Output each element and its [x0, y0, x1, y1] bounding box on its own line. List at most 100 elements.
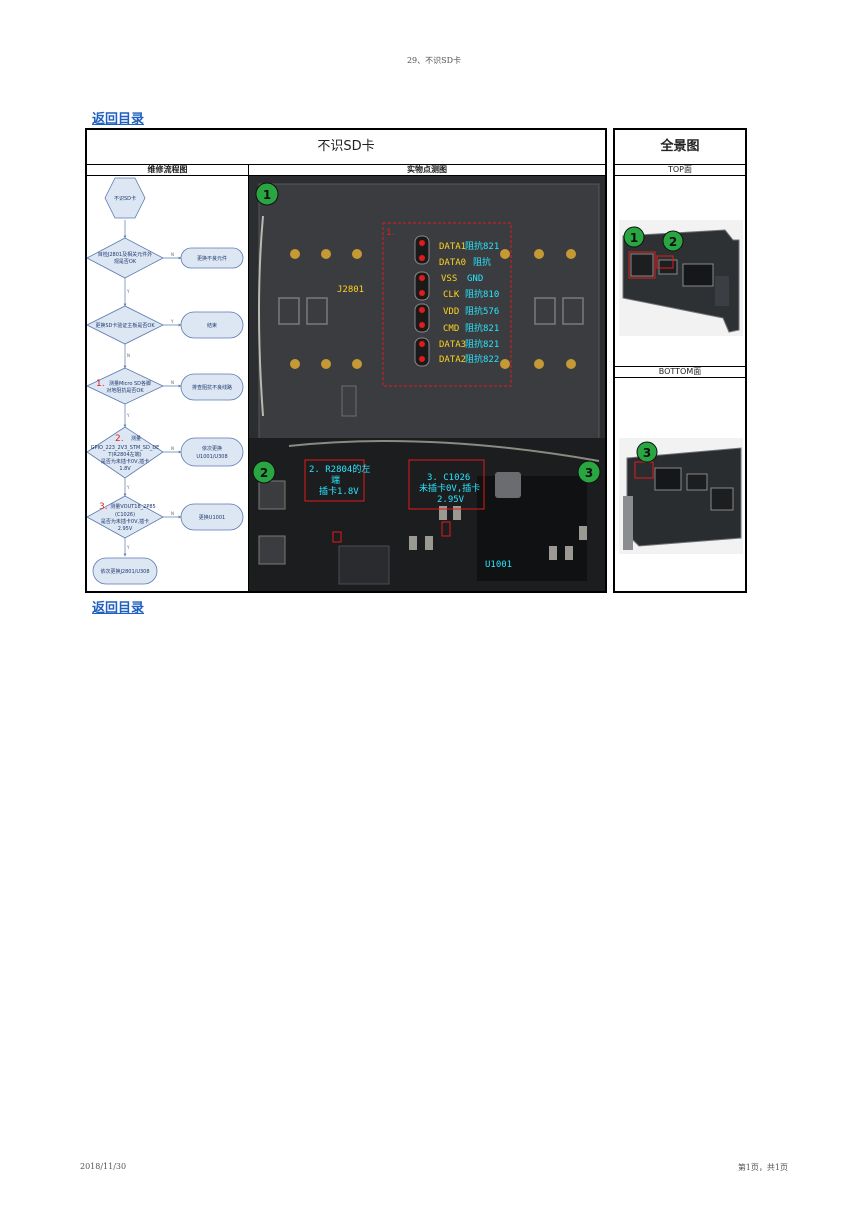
pin-markers — [414, 235, 430, 367]
r2804-marker — [332, 531, 342, 543]
pin-desc-1: 阻抗821 — [465, 240, 499, 252]
top-board-svg: 1 2 — [619, 220, 743, 336]
overview-title: 全景图 — [615, 130, 745, 165]
flow-label-n3: N — [171, 380, 174, 385]
badge-2 — [252, 460, 276, 484]
flow-decision-3-number: 1. — [96, 379, 105, 389]
pin-desc-4: 阻抗810 — [465, 288, 499, 300]
measurement-box-2-line-3: 插卡1.8V — [319, 485, 359, 497]
measurement-box-3-line-2: 未插卡0V,插卡 — [419, 482, 480, 494]
pin-name-4: CLK — [443, 290, 460, 300]
flow-end-text: 依次更换J2801/U308 — [100, 568, 149, 575]
flow-action-5 — [180, 503, 244, 531]
flow-decision-4-line-4: 是否为未插卡0V,插卡 — [101, 458, 149, 465]
flow-action-2 — [180, 311, 244, 339]
pin-desc-6: 阻抗821 — [465, 322, 499, 334]
flow-label-n1: N — [171, 252, 174, 257]
pcb-measurement-photo: J2801 U1001 1. DATA1 阻抗821 — [249, 176, 605, 591]
flow-label-y3: Y — [126, 413, 130, 418]
pin-name-3: VSS — [441, 274, 457, 284]
repair-flowchart: 不识SD卡 目检J2801及相关元件外 观是否OK 更换不良元件 N Y 更换S… — [86, 176, 249, 591]
measurement-box-2-line-1: 2. R2804的左 — [309, 463, 370, 475]
bottom-badge-3 — [636, 441, 658, 463]
measurement-box-3-line-3: 2.95V — [437, 495, 465, 505]
measurement-box-2-line-2: 端 — [331, 474, 340, 486]
badge-3 — [577, 460, 601, 484]
badge-3-text: 3 — [585, 466, 593, 480]
flow-action-4-line-1: 依次更换 — [202, 445, 222, 452]
main-table-subheader: 维修流程图 实物点测图 — [87, 165, 605, 176]
flow-decision-3-line-1: 测量Micro SD各脚 — [109, 380, 151, 387]
footer-date: 2018/11/30 — [80, 1162, 127, 1171]
flow-action-2-text: 结束 — [207, 322, 217, 329]
top-badge-1 — [623, 226, 645, 248]
top-marker-1 — [628, 251, 656, 279]
flow-label-y5: Y — [126, 545, 130, 550]
flow-action-3-text: 排查阻抗不良线路 — [192, 384, 232, 391]
bottom-side-photo: 3 — [615, 378, 745, 591]
main-table-title: 不识SD卡 — [87, 130, 605, 165]
measurement-box-2 — [304, 459, 365, 502]
flow-decision-2 — [86, 305, 164, 345]
flow-start-shape — [104, 177, 146, 219]
pin-labels: DATA1 阻抗821 DATA0 阻抗 VSS GND CLK 阻抗810 V… — [439, 240, 499, 365]
flow-decision-5-line-1: 测量VOUT18_2P85 — [110, 503, 155, 510]
pin-desc-2: 阻抗 — [473, 256, 491, 268]
pin-name-7: DATA3 — [439, 340, 466, 350]
flow-decision-1-line-2: 观是否OK — [114, 259, 137, 265]
pin-desc-3: GND — [467, 274, 483, 284]
flow-decision-4 — [86, 426, 164, 479]
page-header: 29、不识SD卡 — [406, 56, 462, 65]
flow-action-4-line-2: U1001/U308 — [196, 454, 227, 460]
flow-decision-5-number: 3. — [99, 502, 108, 512]
flow-decision-4-line-1: 测量 — [131, 435, 141, 442]
flow-label-n2: N — [127, 353, 130, 358]
pin-name-2: DATA0 — [439, 258, 466, 268]
pin-desc-7: 阻抗821 — [465, 338, 499, 350]
badge-1-text: 1 — [263, 188, 271, 202]
pin-name-5: VDD — [443, 307, 459, 317]
flow-action-1 — [180, 247, 244, 269]
measurement-box-3-line-1: 3. C1026 — [427, 473, 470, 483]
flow-decision-5 — [86, 495, 164, 539]
pin-desc-5: 阻抗576 — [465, 305, 499, 317]
flow-action-4 — [180, 437, 244, 467]
measurement-box-1-number: 1. — [386, 228, 395, 238]
pin-name-1: DATA1 — [439, 242, 466, 252]
flow-decision-5-line-2: (C1026) — [115, 512, 135, 518]
flow-decision-4-line-2: GPIO_223_2V3_STM_SD_DE — [91, 445, 160, 451]
chip-label-u1001: U1001 — [485, 560, 512, 570]
flow-end-shape — [92, 557, 158, 585]
back-to-toc-link-bottom[interactable]: 返回目录 — [92, 601, 145, 616]
main-table: 不识SD卡 维修流程图 实物点测图 — [85, 128, 607, 593]
pin-name-8: DATA2 — [439, 355, 466, 365]
flow-column-header: 维修流程图 — [87, 165, 249, 175]
top-marker-2 — [656, 255, 674, 269]
bottom-badge-3-text: 3 — [643, 446, 651, 460]
top-badge-1-text: 1 — [630, 231, 638, 245]
flow-action-1-text: 更换不良元件 — [197, 255, 227, 262]
badge-2-text: 2 — [260, 466, 268, 480]
measurement-box-1 — [382, 222, 512, 387]
c1026-marker — [441, 521, 451, 537]
flow-decision-4-line-3: T(R2804左端) — [107, 451, 141, 458]
flow-decision-1-line-1: 目检J2801及相关元件外 — [98, 251, 152, 258]
top-side-photo: 1 2 — [615, 176, 745, 367]
overview-table: 全景图 TOP面 1 2 BOTTOM面 3 — [613, 128, 747, 593]
pin-name-6: CMD — [443, 324, 459, 334]
flow-label-y1: Y — [126, 289, 130, 294]
flowchart-svg: 不识SD卡 目检J2801及相关元件外 观是否OK 更换不良元件 N Y 更换S… — [86, 177, 244, 585]
pcb-photo-svg: J2801 U1001 1. DATA1 阻抗821 — [249, 176, 605, 591]
flow-decision-5-line-4: 2.95V — [118, 526, 133, 532]
footer-page-number: 第1页，共1页 — [737, 1163, 788, 1172]
pin-desc-8: 阻抗822 — [465, 353, 499, 365]
bottom-board-svg: 3 — [619, 438, 743, 554]
flow-label-y4: Y — [126, 485, 130, 490]
top-badge-2 — [662, 230, 684, 252]
measurement-box-3 — [408, 459, 485, 510]
flow-label-n4: N — [171, 446, 174, 451]
back-to-toc-link-top[interactable]: 返回目录 — [92, 112, 145, 127]
flow-decision-3 — [86, 367, 164, 405]
flow-decision-2-text: 更换SD卡验证主板是否OK — [95, 322, 155, 329]
flow-label-n5: N — [171, 511, 174, 516]
